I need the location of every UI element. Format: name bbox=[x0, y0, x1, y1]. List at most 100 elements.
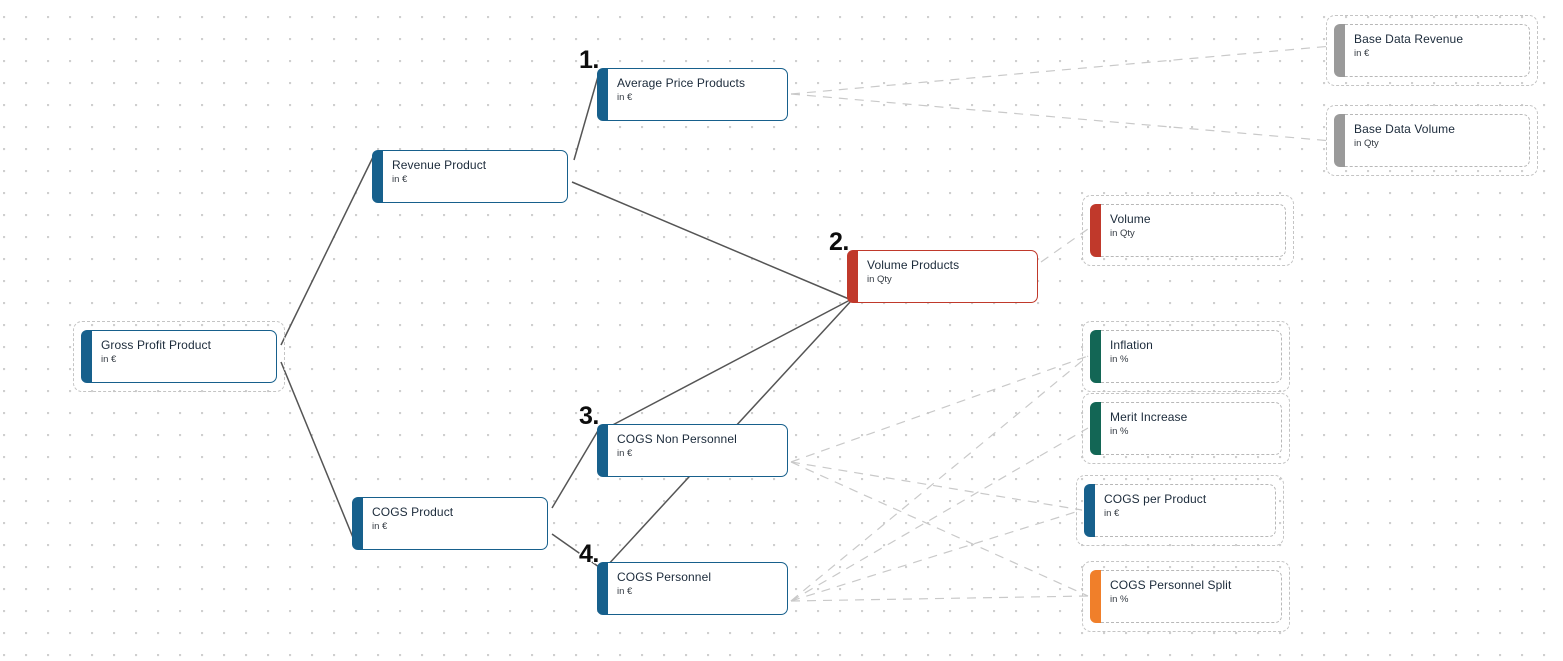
edge-cogs-personnel-to-merit-increase[interactable] bbox=[790, 427, 1089, 602]
node-unit-label: in Qty bbox=[1354, 138, 1379, 149]
node-card[interactable]: COGS Personnel Split in % bbox=[1090, 570, 1282, 623]
node-title: Base Data Volume bbox=[1354, 122, 1455, 136]
node-revenue-product[interactable]: Revenue Product in € bbox=[372, 150, 568, 203]
node-selection-halo bbox=[1076, 475, 1284, 546]
node-inflation[interactable]: Inflation in % bbox=[1082, 321, 1290, 392]
node-body: Average Price Products in € bbox=[608, 68, 788, 121]
node-card[interactable]: Inflation in % bbox=[1090, 330, 1282, 383]
edge-average-price-products-to-base-data-volume[interactable] bbox=[790, 93, 1333, 142]
node-body: Revenue Product in € bbox=[383, 150, 568, 203]
edge-cogs-personnel-to-cogs-personnel-split[interactable] bbox=[790, 595, 1089, 602]
node-selection-halo bbox=[1326, 105, 1538, 176]
node-cogs-product[interactable]: COGS Product in € bbox=[352, 497, 548, 550]
node-base-data-volume[interactable]: Base Data Volume in Qty bbox=[1326, 105, 1538, 176]
node-title: Merit Increase bbox=[1110, 410, 1188, 424]
node-title: Base Data Revenue bbox=[1354, 32, 1464, 46]
node-selection-halo bbox=[1082, 195, 1294, 266]
node-body: Base Data Volume in Qty bbox=[1345, 114, 1530, 167]
node-cogs-non-personnel[interactable]: COGS Non Personnel in € 3. bbox=[579, 404, 788, 477]
node-accent-bar bbox=[1090, 402, 1101, 455]
step-number-badge: 4. bbox=[579, 540, 599, 568]
node-accent-bar bbox=[372, 150, 383, 203]
node-accent-bar bbox=[1090, 570, 1101, 623]
node-title: COGS Personnel Split bbox=[1110, 578, 1232, 592]
node-body: COGS Personnel Split in % bbox=[1101, 570, 1282, 623]
edge-cogs-non-personnel-to-volume-products[interactable] bbox=[604, 299, 851, 430]
node-unit-label: in € bbox=[101, 354, 117, 365]
node-accent-bar bbox=[1084, 484, 1095, 537]
edge-cogs-product-to-cogs-non-personnel[interactable] bbox=[551, 428, 600, 509]
node-body: Inflation in % bbox=[1101, 330, 1282, 383]
node-volume[interactable]: Volume in Qty bbox=[1082, 195, 1294, 266]
node-card[interactable]: Average Price Products in € bbox=[597, 68, 788, 121]
edge-cogs-non-personnel-to-cogs-personnel-split[interactable] bbox=[790, 461, 1089, 597]
edge-average-price-products-to-base-data-revenue[interactable] bbox=[790, 45, 1333, 95]
node-title: COGS Non Personnel bbox=[617, 432, 737, 446]
node-accent-bar bbox=[1334, 24, 1345, 77]
node-accent-bar bbox=[597, 68, 608, 121]
node-body: Merit Increase in % bbox=[1101, 402, 1282, 455]
node-unit-label: in € bbox=[617, 92, 633, 103]
node-average-price-products[interactable]: Average Price Products in € 1. bbox=[579, 48, 788, 121]
node-accent-bar bbox=[597, 562, 608, 615]
node-title: COGS Personnel bbox=[617, 570, 712, 584]
node-title: Revenue Product bbox=[392, 158, 487, 172]
edge-revenue-product-to-average-price-products[interactable] bbox=[573, 72, 600, 161]
edge-revenue-product-to-volume-products[interactable] bbox=[571, 181, 850, 300]
node-body: Volume in Qty bbox=[1101, 204, 1286, 257]
node-accent-bar bbox=[352, 497, 363, 550]
step-number-badge: 3. bbox=[579, 402, 599, 430]
node-card[interactable]: Revenue Product in € bbox=[372, 150, 568, 203]
node-cogs-personnel-split[interactable]: COGS Personnel Split in % bbox=[1082, 561, 1290, 632]
node-unit-label: in % bbox=[1110, 594, 1129, 605]
node-card[interactable]: COGS Product in € bbox=[352, 497, 548, 550]
node-unit-label: in € bbox=[617, 448, 633, 459]
node-body: COGS Non Personnel in € bbox=[608, 424, 788, 477]
node-card[interactable]: Base Data Revenue in € bbox=[1334, 24, 1530, 77]
node-title: Volume bbox=[1110, 212, 1151, 226]
edge-cogs-personnel-to-inflation[interactable] bbox=[790, 355, 1089, 602]
edge-cogs-non-personnel-to-inflation[interactable] bbox=[790, 355, 1089, 463]
node-selection-halo bbox=[1082, 393, 1290, 464]
edge-gross-profit-product-to-cogs-product[interactable] bbox=[280, 361, 355, 541]
node-unit-label: in € bbox=[372, 521, 388, 532]
node-unit-label: in Qty bbox=[867, 274, 892, 285]
edge-cogs-non-personnel-to-cogs-per-product[interactable] bbox=[790, 461, 1083, 511]
node-card[interactable]: Base Data Volume in Qty bbox=[1334, 114, 1530, 167]
node-title: COGS Product bbox=[372, 505, 454, 519]
edge-volume-products-to-volume[interactable] bbox=[1040, 228, 1089, 263]
step-number-badge: 2. bbox=[829, 228, 849, 256]
node-unit-label: in % bbox=[1110, 426, 1129, 437]
node-base-data-revenue[interactable]: Base Data Revenue in € bbox=[1326, 15, 1538, 86]
node-accent-bar bbox=[1334, 114, 1345, 167]
step-number-badge: 1. bbox=[579, 46, 599, 74]
node-title: Inflation bbox=[1110, 338, 1153, 352]
node-selection-halo bbox=[1082, 561, 1290, 632]
node-unit-label: in € bbox=[392, 174, 408, 185]
node-selection-halo bbox=[73, 321, 285, 392]
edge-gross-profit-product-to-revenue-product[interactable] bbox=[280, 154, 375, 346]
node-unit-label: in Qty bbox=[1110, 228, 1135, 239]
node-card[interactable]: Volume in Qty bbox=[1090, 204, 1286, 257]
edge-cogs-personnel-to-cogs-per-product[interactable] bbox=[790, 509, 1083, 602]
node-unit-label: in % bbox=[1110, 354, 1129, 365]
node-title: Average Price Products bbox=[617, 76, 746, 90]
node-merit-increase[interactable]: Merit Increase in % bbox=[1082, 393, 1290, 464]
node-card[interactable]: Merit Increase in % bbox=[1090, 402, 1282, 455]
node-accent-bar bbox=[847, 250, 858, 303]
node-card[interactable]: COGS Non Personnel in € bbox=[597, 424, 788, 477]
node-unit-label: in € bbox=[1354, 48, 1370, 59]
node-accent-bar bbox=[1090, 330, 1101, 383]
node-title: COGS per Product bbox=[1104, 492, 1207, 506]
